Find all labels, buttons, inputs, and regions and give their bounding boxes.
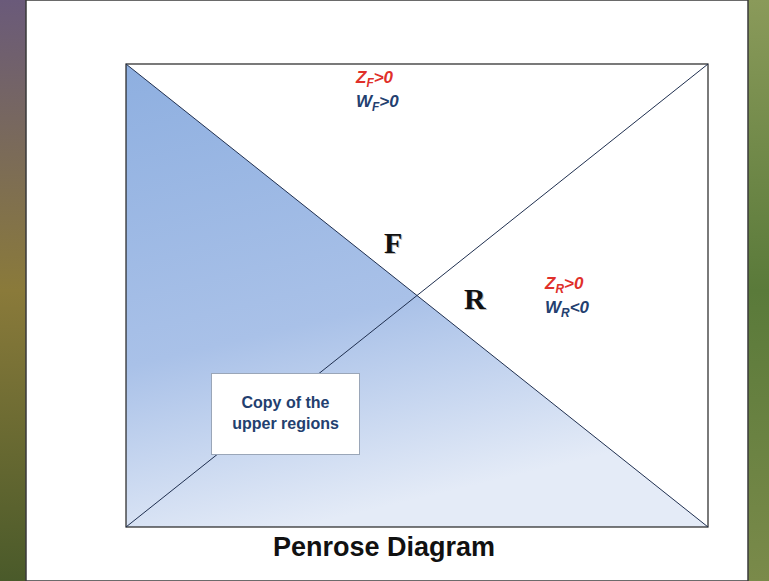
diagram-caption: Penrose Diagram [34, 532, 734, 563]
diagonal-line [126, 64, 708, 527]
diagonal-line [126, 64, 708, 527]
text-box: Copy of the upper regions [211, 373, 360, 455]
slide-panel [26, 0, 748, 581]
z-coordinate-label: ZR>0 [545, 274, 583, 296]
w-coordinate-label: WR<0 [545, 298, 589, 320]
shaded-triangle [126, 64, 708, 527]
region-letter: F [384, 226, 402, 260]
z-coordinate-label: ZF>0 [356, 68, 393, 90]
diagram-square [126, 64, 708, 527]
region-letter: R [464, 282, 486, 316]
box-text: Copy of the upper regions [222, 393, 349, 435]
w-coordinate-label: WF>0 [356, 92, 399, 114]
